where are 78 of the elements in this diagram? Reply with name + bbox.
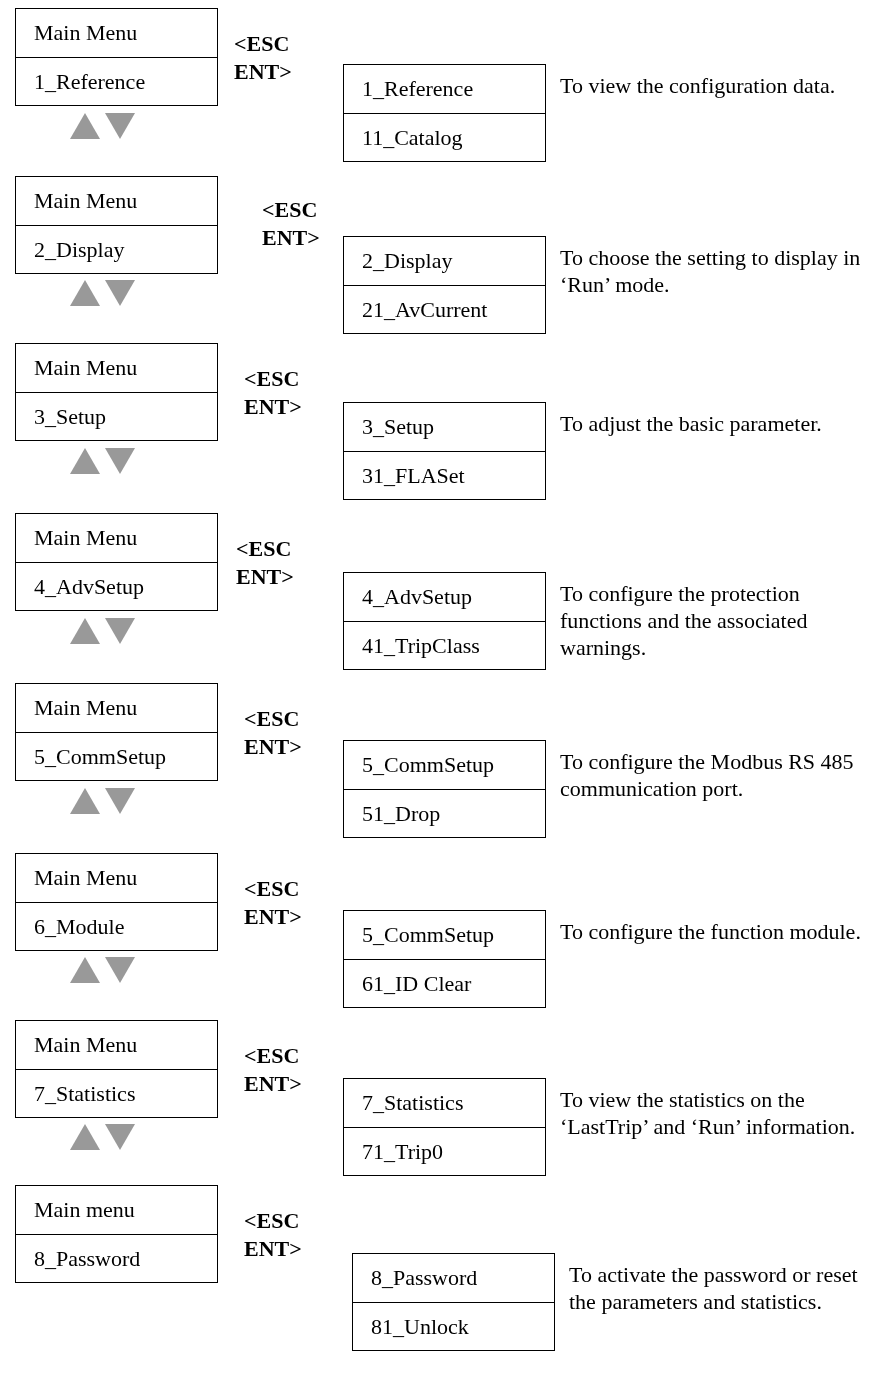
menu-item: 81_Unlock	[353, 1302, 554, 1350]
menu-title: 4_AdvSetup	[361, 583, 473, 611]
key-label: <ESC ENT>	[244, 365, 303, 421]
menu-item: 5_CommSetup	[16, 732, 217, 780]
menu-title: 8_Password	[370, 1264, 479, 1292]
menu-box	[15, 176, 218, 274]
menu-title: 5_CommSetup	[361, 921, 495, 949]
menu-title: Main Menu	[33, 354, 139, 382]
menu-item: 61_ID Clear	[344, 959, 545, 1007]
description-text: To configure the protection functions and the associated warnings.	[560, 580, 809, 661]
menu-box	[343, 236, 546, 334]
menu-title: Main Menu	[33, 187, 139, 215]
menu-item: 6_Module	[16, 902, 217, 950]
menu-item: 51_Drop	[344, 789, 545, 837]
down-triangle-icon	[105, 617, 135, 644]
menu-box	[343, 64, 546, 162]
menu-item: 2_Display	[16, 225, 217, 273]
up-triangle-icon	[70, 280, 100, 307]
menu-box	[343, 910, 546, 1008]
menu-title: Main Menu	[33, 864, 139, 892]
down-triangle-icon	[105, 112, 135, 139]
up-triangle-icon	[70, 1124, 100, 1151]
menu-box	[352, 1253, 555, 1351]
menu-title: 1_Reference	[361, 75, 475, 103]
menu-item: 3_Setup	[16, 392, 217, 440]
menu-title: Main menu	[33, 1196, 136, 1224]
menu-title: 7_Statistics	[361, 1089, 465, 1117]
up-triangle-icon	[70, 957, 100, 984]
description-text: To view the statistics on the ‘LastTrip’ and ‘Run’ information.	[560, 1086, 857, 1140]
menu-box	[343, 1078, 546, 1176]
menu-title: Main Menu	[33, 1031, 139, 1059]
down-triangle-icon	[105, 447, 135, 474]
key-label: <ESC ENT>	[244, 1042, 303, 1098]
description-text: To view the configuration data.	[560, 72, 837, 99]
menu-box	[15, 8, 218, 106]
down-triangle-icon	[105, 1124, 135, 1151]
menu-title: Main Menu	[33, 19, 139, 47]
menu-box	[15, 1185, 218, 1283]
menu-box	[343, 402, 546, 500]
up-triangle-icon	[70, 447, 100, 474]
menu-item: 71_Trip0	[344, 1127, 545, 1175]
menu-item: 11_Catalog	[344, 113, 545, 161]
menu-item: 41_TripClass	[344, 621, 545, 669]
menu-item: 21_AvCurrent	[344, 285, 545, 333]
up-triangle-icon	[70, 617, 100, 644]
menu-item: 7_Statistics	[16, 1069, 217, 1117]
menu-title: 2_Display	[361, 247, 454, 275]
down-triangle-icon	[105, 787, 135, 814]
key-label: <ESC ENT>	[244, 875, 303, 931]
description-text: To activate the password or reset the parameters and statistics.	[569, 1261, 859, 1315]
menu-box	[15, 683, 218, 781]
key-label: <ESC ENT>	[244, 1207, 303, 1263]
description-text: To adjust the basic parameter.	[560, 410, 823, 437]
menu-item: 8_Password	[16, 1234, 217, 1282]
down-triangle-icon	[105, 280, 135, 307]
menu-box	[15, 853, 218, 951]
menu-item: 1_Reference	[16, 57, 217, 105]
key-label: <ESC ENT>	[236, 535, 295, 591]
down-triangle-icon	[105, 957, 135, 984]
key-label: <ESC ENT>	[234, 30, 293, 86]
menu-title: 5_CommSetup	[361, 751, 495, 779]
menu-box	[343, 572, 546, 670]
menu-title: 3_Setup	[361, 413, 436, 441]
menu-box	[15, 343, 218, 441]
key-label: <ESC ENT>	[244, 705, 303, 761]
menu-box	[15, 513, 218, 611]
up-triangle-icon	[70, 787, 100, 814]
menu-title: Main Menu	[33, 694, 139, 722]
menu-title: Main Menu	[33, 524, 139, 552]
key-label: <ESC ENT>	[262, 196, 321, 252]
menu-item: 4_AdvSetup	[16, 562, 217, 610]
menu-box	[15, 1020, 218, 1118]
up-triangle-icon	[70, 112, 100, 139]
description-text: To configure the Modbus RS 485 communication port.	[560, 748, 855, 802]
menu-box	[343, 740, 546, 838]
description-text: To choose the setting to display in ‘Run’ mode.	[560, 244, 862, 298]
description-text: To configure the function module.	[560, 918, 862, 945]
menu-item: 31_FLASet	[344, 451, 545, 499]
